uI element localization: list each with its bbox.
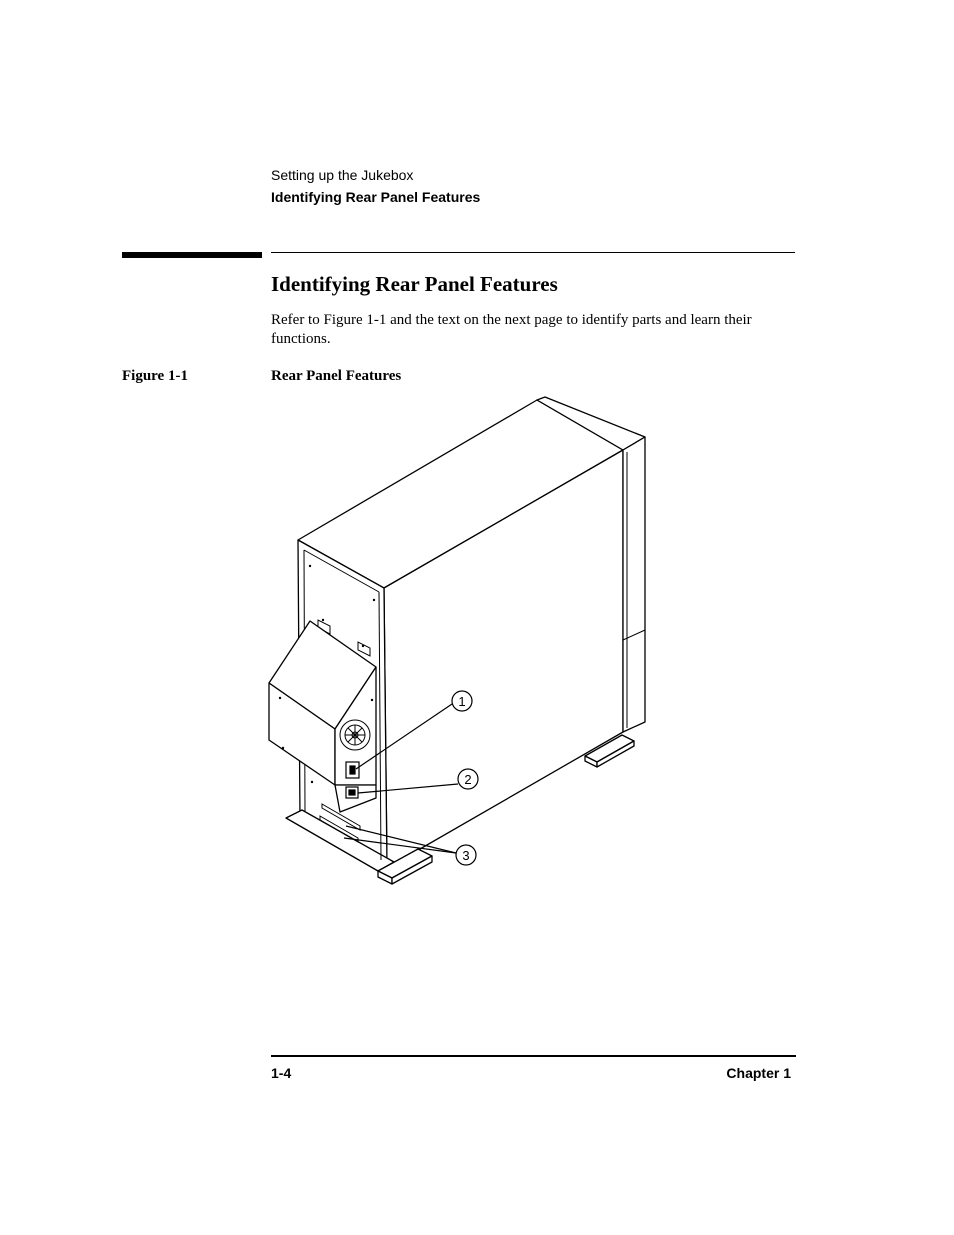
front-foot-side xyxy=(391,855,433,885)
leader-line-1 xyxy=(355,703,453,770)
edge-trim xyxy=(622,436,646,733)
callout-3-circle xyxy=(455,844,477,866)
intro-paragraph: Refer to Figure 1-1 and the text on the … xyxy=(271,312,752,347)
footer-rule xyxy=(271,1055,796,1057)
footer-chapter: Chapter 1 xyxy=(726,1065,791,1081)
figure-number: Figure 1-1 xyxy=(122,368,188,384)
page-number: 1-4 xyxy=(271,1065,292,1081)
rear-inner-top xyxy=(303,549,380,593)
leader-line-3b xyxy=(343,837,457,854)
callout-2-circle xyxy=(457,768,479,790)
section-rule-thin xyxy=(271,252,795,253)
figure-caption: Rear Panel Features xyxy=(271,368,402,384)
running-head-section: Identifying Rear Panel Features xyxy=(271,189,481,205)
right-foot-side xyxy=(596,740,635,768)
leader-line-3a xyxy=(345,825,457,854)
rear-inner-right xyxy=(378,591,382,861)
section-rule-thick xyxy=(122,252,262,258)
section-title: Identifying Rear Panel Features xyxy=(271,272,558,296)
slot-2 xyxy=(319,815,359,843)
fan-icon xyxy=(339,719,371,751)
callout-2-label: 2 xyxy=(464,772,471,787)
callout-1-circle xyxy=(451,690,473,712)
mount-tab-1 xyxy=(317,619,331,635)
jukebox-drawing: 1 2 3 xyxy=(268,396,646,885)
callout-3-label: 3 xyxy=(462,848,469,863)
leader-line-2 xyxy=(357,783,459,794)
running-head-chapter: Setting up the Jukebox xyxy=(271,167,414,183)
mount-tab-2 xyxy=(357,641,371,657)
callout-1-label: 1 xyxy=(458,694,465,709)
rear-panel-figure: 1 2 3 xyxy=(262,385,654,885)
